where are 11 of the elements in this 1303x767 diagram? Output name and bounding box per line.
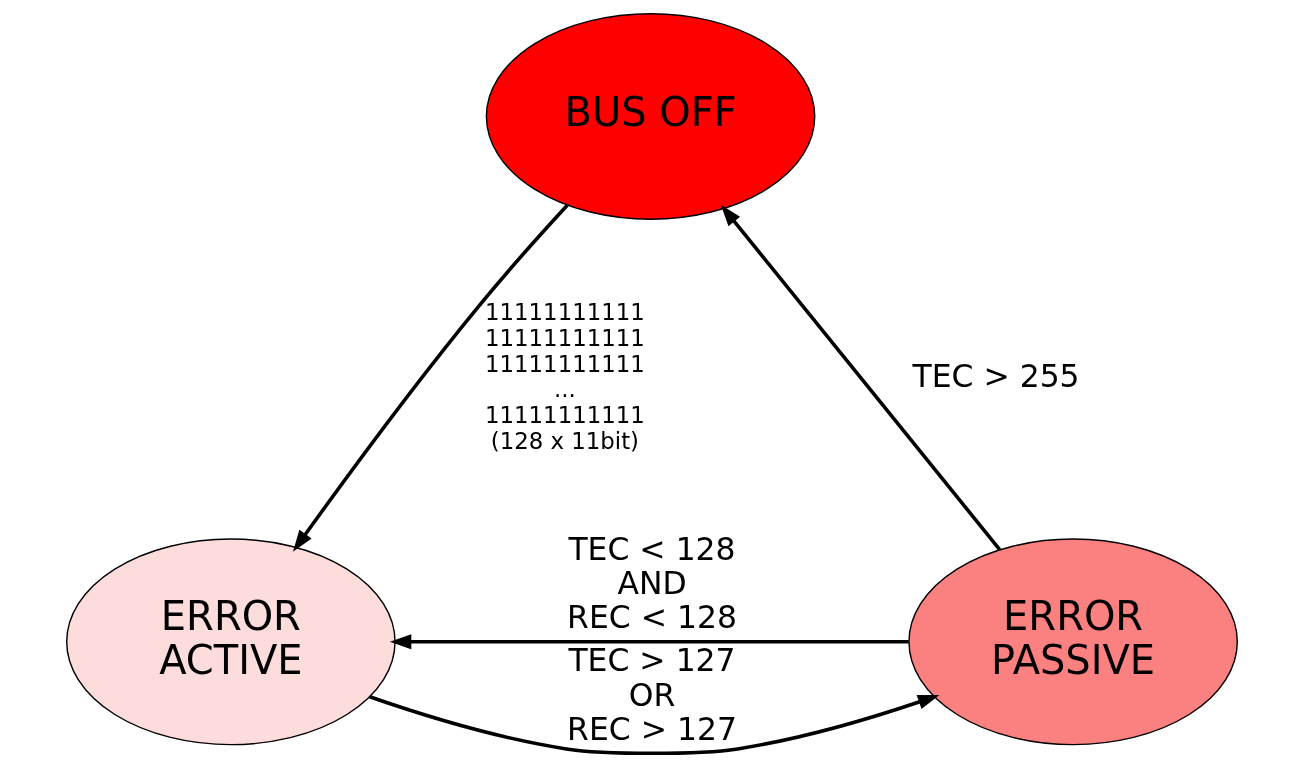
arrow (368, 694, 939, 756)
edge-label: 11111111111 11111111111 11111111111 ... 11111111111 (128 x 11bit) (484, 299, 645, 454)
arrow (292, 204, 569, 552)
node-ellipse: ERROR PASSIVE (907, 538, 1238, 746)
arrow (389, 634, 909, 650)
node-ellipse: BUS OFF (485, 13, 815, 220)
node-ellipse: ERROR ACTIVE (65, 538, 396, 746)
edge-label: TEC > 127 OR REC > 127 (566, 642, 737, 747)
edge-label: TEC < 128 AND REC < 128 (566, 530, 737, 636)
arrow (720, 204, 1001, 551)
edge-label: TEC > 255 (911, 358, 1080, 395)
